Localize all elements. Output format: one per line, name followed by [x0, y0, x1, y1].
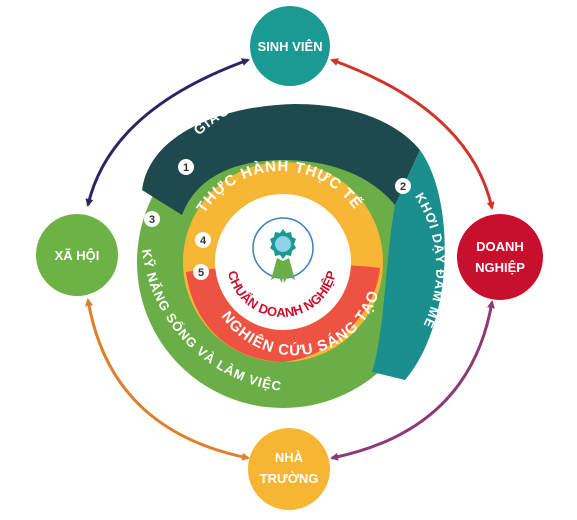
arrow-xahoi-nhatruong: [85, 298, 250, 461]
node-xa-hoi: XÃ HỘI: [36, 214, 118, 296]
svg-text:4: 4: [200, 235, 207, 247]
node-nha-truong: NHÀ TRƯỜNG: [248, 428, 330, 510]
svg-text:5: 5: [198, 267, 204, 279]
svg-text:2: 2: [400, 181, 406, 193]
svg-text:3: 3: [149, 214, 155, 226]
number-badge-4: 4: [195, 232, 211, 248]
arrow-doanhnghiep-nhatruong: [330, 300, 495, 461]
node-nha-truong-label-2: TRƯỜNG: [260, 471, 319, 486]
node-sinh-vien-label: SINH VIÊN: [257, 39, 322, 54]
segment-khoi-day: [372, 150, 445, 380]
node-xa-hoi-label: XÃ HỘI: [55, 248, 100, 263]
arrow-sinhvien-xahoi: [85, 58, 250, 207]
award-badge-icon: [270, 229, 296, 283]
number-badge-5: 5: [193, 264, 209, 280]
number-badge-1: 1: [178, 159, 194, 175]
node-nha-truong-label-1: NHÀ: [275, 450, 304, 465]
node-doanh-nghiep-label-2: NGHIỆP: [475, 260, 525, 275]
number-badge-3: 3: [144, 211, 160, 227]
node-doanh-nghiep-label-1: DOANH: [476, 239, 524, 254]
svg-text:1: 1: [183, 162, 189, 174]
arrow-sinhvien-doanhnghiep: [330, 58, 495, 210]
segment-giao-trinh: [142, 104, 420, 215]
center-inner-outline: [252, 217, 314, 279]
node-doanh-nghiep: DOANH NGHIỆP: [457, 214, 543, 300]
number-badge-2: 2: [395, 178, 411, 194]
node-sinh-vien: SINH VIÊN: [250, 6, 330, 86]
